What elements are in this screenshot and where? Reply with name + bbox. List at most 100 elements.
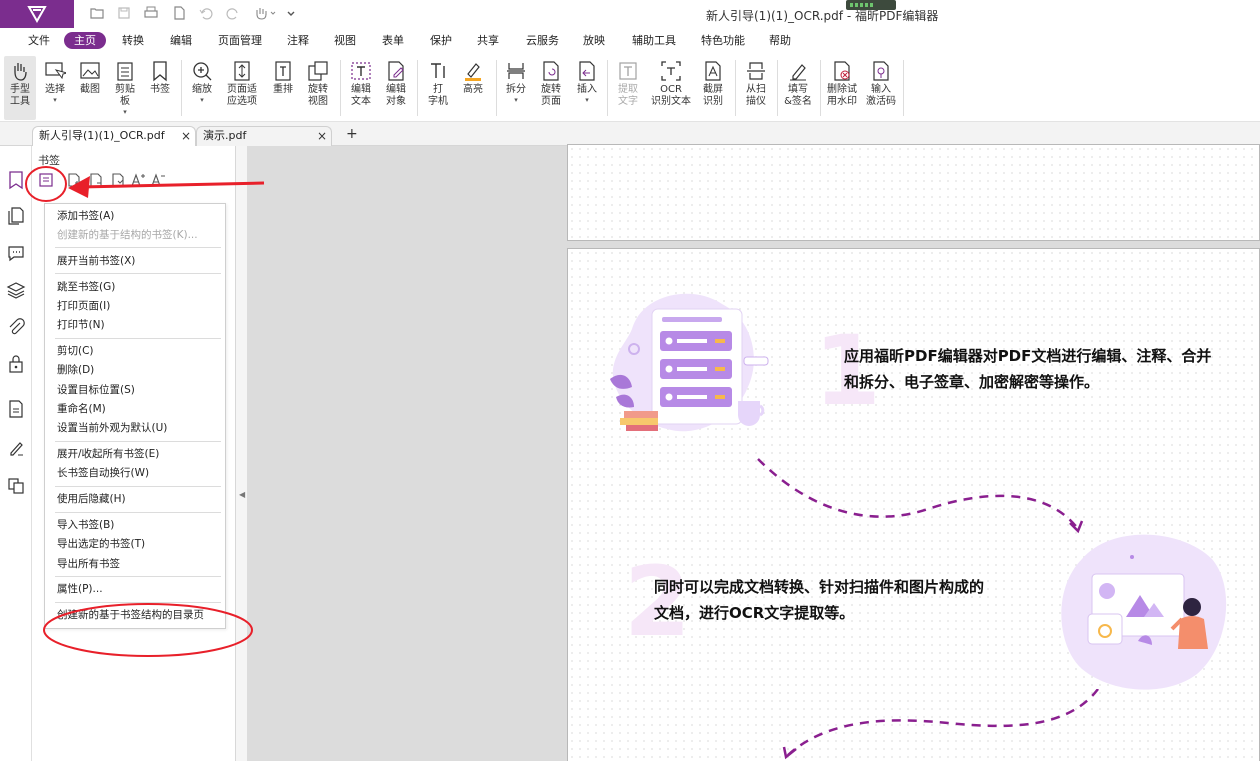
- menu-item-expand-current[interactable]: 展开当前书签(X): [57, 255, 136, 267]
- menu-item-rename[interactable]: 重命名(M): [57, 403, 106, 415]
- app-logo[interactable]: [0, 0, 74, 28]
- step-2-number: 2: [624, 546, 691, 658]
- menu-item-expand-collapse-all[interactable]: 展开/收起所有书签(E): [57, 448, 160, 460]
- rotate-view-icon: [308, 61, 328, 81]
- print-icon[interactable]: [142, 5, 160, 23]
- edit-text-button[interactable]: 编辑 文本: [345, 56, 377, 120]
- menu-item-cut[interactable]: 剪切(C): [57, 345, 94, 357]
- highlight-button[interactable]: 高亮: [457, 56, 489, 120]
- menu-item-hide-after-use[interactable]: 使用后隐藏(H): [57, 493, 126, 505]
- menu-item-set-destination[interactable]: 设置目标位置(S): [57, 384, 135, 396]
- comments-panel-icon[interactable]: [6, 243, 26, 263]
- tab-help[interactable]: 帮助: [769, 34, 791, 47]
- bookmark-button[interactable]: 书签: [144, 56, 176, 120]
- menu-item-set-default-appearance[interactable]: 设置当前外观为默认(U): [57, 422, 168, 434]
- menu-item-create-toc-page[interactable]: 创建新的基于书签结构的目录页: [57, 609, 204, 621]
- insert-button[interactable]: 插入 ▾: [572, 56, 602, 120]
- tab-view[interactable]: 视图: [334, 34, 356, 47]
- menu-separator: [55, 486, 221, 487]
- remove-watermark-icon: [834, 61, 850, 81]
- typewriter-button[interactable]: 打 字机: [422, 56, 454, 120]
- expand-bookmark-icon[interactable]: [110, 172, 126, 188]
- layers-panel-icon[interactable]: [6, 280, 26, 300]
- customize-icon[interactable]: [282, 5, 300, 23]
- tab-home[interactable]: 主页: [64, 32, 106, 49]
- hand-tool-button[interactable]: 手型 工具: [4, 56, 36, 120]
- rotate-view-label: 旋转 视图: [308, 84, 328, 107]
- security-panel-icon[interactable]: [6, 354, 26, 374]
- ocr-button[interactable]: OCR 识别文本: [648, 56, 694, 120]
- tab-slideshow[interactable]: 放映: [583, 34, 605, 47]
- tab-protect[interactable]: 保护: [430, 34, 452, 47]
- rotate-view-button[interactable]: 旋转 视图: [302, 56, 334, 120]
- compare-panel-icon[interactable]: [6, 476, 26, 496]
- new-doc-icon[interactable]: [170, 5, 188, 23]
- tab-cloud[interactable]: 云服务: [526, 34, 559, 47]
- delete-bookmark-icon[interactable]: [88, 172, 104, 188]
- bookmark-panel-icon[interactable]: [6, 170, 26, 190]
- tab-edit[interactable]: 编辑: [170, 34, 192, 47]
- menu-item-export-all[interactable]: 导出所有书签: [57, 558, 120, 570]
- insert-icon: [579, 61, 595, 81]
- doc-tab-inactive[interactable]: 演示.pdf ×: [196, 126, 332, 146]
- select-button[interactable]: 选择 ▾: [40, 56, 70, 120]
- bookmark-options-icon[interactable]: [38, 172, 54, 188]
- add-tab-button[interactable]: +: [346, 126, 358, 142]
- tab-accessibility[interactable]: 辅助工具: [632, 34, 676, 47]
- fill-sign-button[interactable]: 填写 &签名: [781, 56, 815, 120]
- close-tab-icon[interactable]: ×: [316, 129, 327, 143]
- menu-item-go-to-bookmark[interactable]: 跳至书签(G): [57, 281, 116, 293]
- scanner-button[interactable]: 从扫 描仪: [740, 56, 772, 120]
- fit-page-button[interactable]: 页面适 应选项: [222, 56, 262, 120]
- tab-page-management[interactable]: 页面管理: [218, 34, 262, 47]
- document-viewport[interactable]: 1 应用福昕PDF编辑器对PDF文档进行编辑、注释、合并 和拆分、电子签章、加密…: [247, 144, 1260, 761]
- rotate-page-button[interactable]: 旋转 页面: [534, 56, 568, 120]
- close-tab-icon[interactable]: ×: [180, 129, 191, 143]
- enlarge-text-icon[interactable]: [130, 172, 146, 188]
- zoom-button[interactable]: 缩放 ▾: [186, 56, 218, 120]
- attachments-panel-icon[interactable]: [6, 317, 26, 337]
- signature-panel-icon[interactable]: [6, 438, 26, 458]
- menu-item-import-bookmarks[interactable]: 导入书签(B): [57, 519, 115, 531]
- collapse-panel-icon[interactable]: ◀: [239, 490, 246, 499]
- menu-item-export-selected[interactable]: 导出选定的书签(T): [57, 538, 146, 550]
- tab-share[interactable]: 共享: [477, 34, 499, 47]
- snapshot-button[interactable]: 截图: [74, 56, 106, 120]
- content-panel-icon[interactable]: [6, 399, 26, 419]
- window-title: 新人引导(1)(1)_OCR.pdf - 福昕PDF编辑器: [706, 9, 939, 23]
- undo-icon[interactable]: [197, 5, 215, 23]
- remove-watermark-button[interactable]: 删除试 用水印: [824, 56, 860, 120]
- add-bookmark-icon[interactable]: [66, 172, 82, 188]
- menu-item-wrap-long-bookmarks[interactable]: 长书签自动换行(W): [57, 467, 150, 479]
- menu-item-properties[interactable]: 属性(P)...: [57, 583, 103, 595]
- split-button[interactable]: 拆分 ▾: [501, 56, 531, 120]
- reflow-button[interactable]: 重排: [267, 56, 299, 120]
- screenshot-ocr-button[interactable]: 截屏 识别: [697, 56, 729, 120]
- menu-item-print-pages[interactable]: 打印页面(I): [57, 300, 111, 312]
- tab-comment[interactable]: 注释: [287, 34, 309, 47]
- hand-dropdown-icon[interactable]: [252, 5, 278, 23]
- open-icon[interactable]: [88, 5, 106, 23]
- split-dropdown-icon: ▾: [514, 96, 518, 104]
- zoom-icon: [193, 62, 212, 81]
- panel-splitter[interactable]: ◀: [236, 146, 247, 761]
- edit-object-button[interactable]: 编辑 对象: [380, 56, 412, 120]
- redo-icon[interactable]: [224, 5, 242, 23]
- pages-panel-icon[interactable]: [6, 206, 26, 226]
- doc-tab-active[interactable]: 新人引导(1)(1)_OCR.pdf ×: [32, 126, 196, 146]
- shrink-text-icon[interactable]: [150, 172, 166, 188]
- menu-item-create-structure-bookmark[interactable]: 创建新的基于结构的书签(K)...: [57, 229, 198, 241]
- menu-item-print-section[interactable]: 打印节(N): [57, 319, 105, 331]
- tab-convert[interactable]: 转换: [122, 34, 144, 47]
- tab-features[interactable]: 特色功能: [701, 34, 745, 47]
- menu-item-delete[interactable]: 删除(D): [57, 364, 95, 376]
- zoom-dropdown-icon: ▾: [200, 96, 204, 104]
- tab-form[interactable]: 表单: [382, 34, 404, 47]
- extract-text-button[interactable]: 提取 文字: [612, 56, 644, 120]
- clipboard-button[interactable]: 剪贴 板 ▾: [110, 56, 140, 120]
- tab-file[interactable]: 文件: [28, 34, 50, 47]
- save-icon[interactable]: [115, 5, 133, 23]
- menu-item-add-bookmark[interactable]: 添加书签(A): [57, 210, 115, 222]
- activation-label: 输入 激活码: [866, 84, 896, 107]
- activation-button[interactable]: 输入 激活码: [864, 56, 898, 120]
